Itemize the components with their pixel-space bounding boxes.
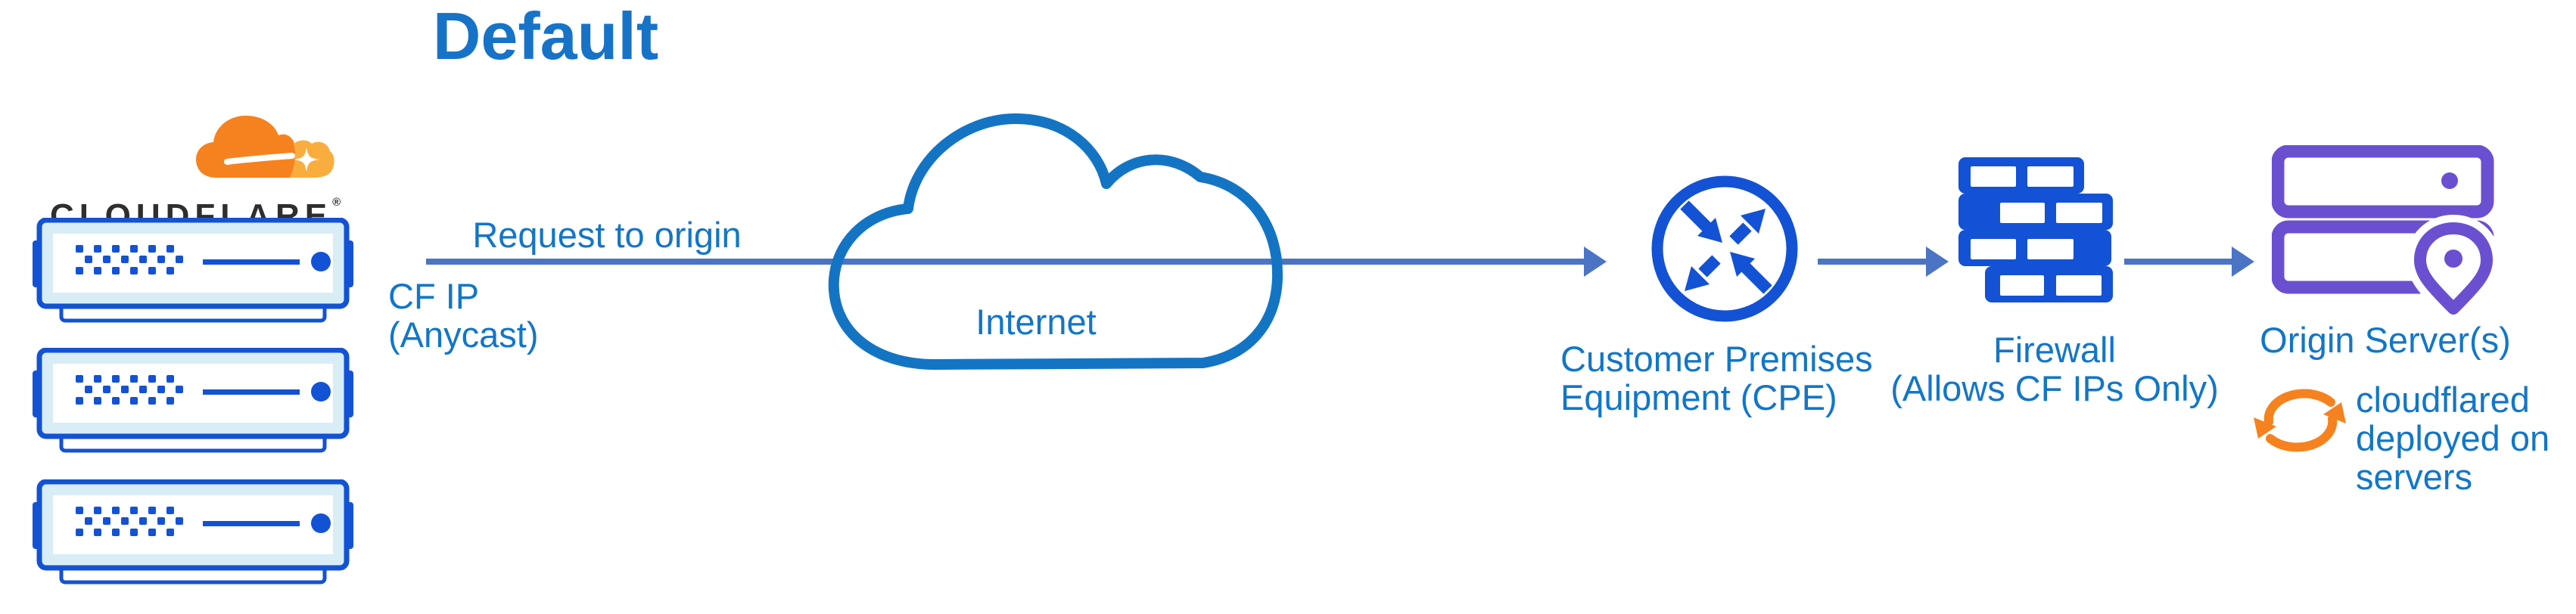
firewall-label: Firewall (Allows CF IPs Only) <box>1890 330 2219 408</box>
request-flow-line <box>426 259 1585 265</box>
cpe-to-firewall-line <box>1818 259 1926 265</box>
request-flow-arrowhead-icon <box>1584 247 1607 277</box>
cloudflared-label: cloudflared deployed on servers <box>2356 380 2550 497</box>
firewall-to-origin-line <box>2124 259 2232 265</box>
firewall-icon <box>1958 157 2113 302</box>
firewall-to-origin-arrowhead-icon <box>2232 247 2254 277</box>
cloudflare-logo-icon <box>196 115 334 178</box>
origin-server-icon <box>2272 145 2496 319</box>
page-title: Default <box>432 0 659 73</box>
cpe-router-icon <box>1651 175 1798 322</box>
edge-server-icon <box>33 218 353 323</box>
cf-ip-anycast-label: CF IP (Anycast) <box>388 276 539 355</box>
cpe-label: Customer Premises Equipment (CPE) <box>1560 339 1873 417</box>
edge-server-icon <box>33 348 353 453</box>
sync-arrows-icon <box>2254 389 2346 452</box>
cpe-to-firewall-arrowhead-icon <box>1926 247 1949 277</box>
request-to-origin-label: Request to origin <box>472 215 742 255</box>
origin-server-label: Origin Server(s) <box>2260 320 2511 360</box>
internet-cloud-icon <box>828 113 1283 370</box>
edge-server-icon <box>33 479 353 585</box>
internet-label: Internet <box>975 302 1097 342</box>
location-pin-icon <box>2414 222 2493 315</box>
registered-mark: ® <box>332 196 341 209</box>
